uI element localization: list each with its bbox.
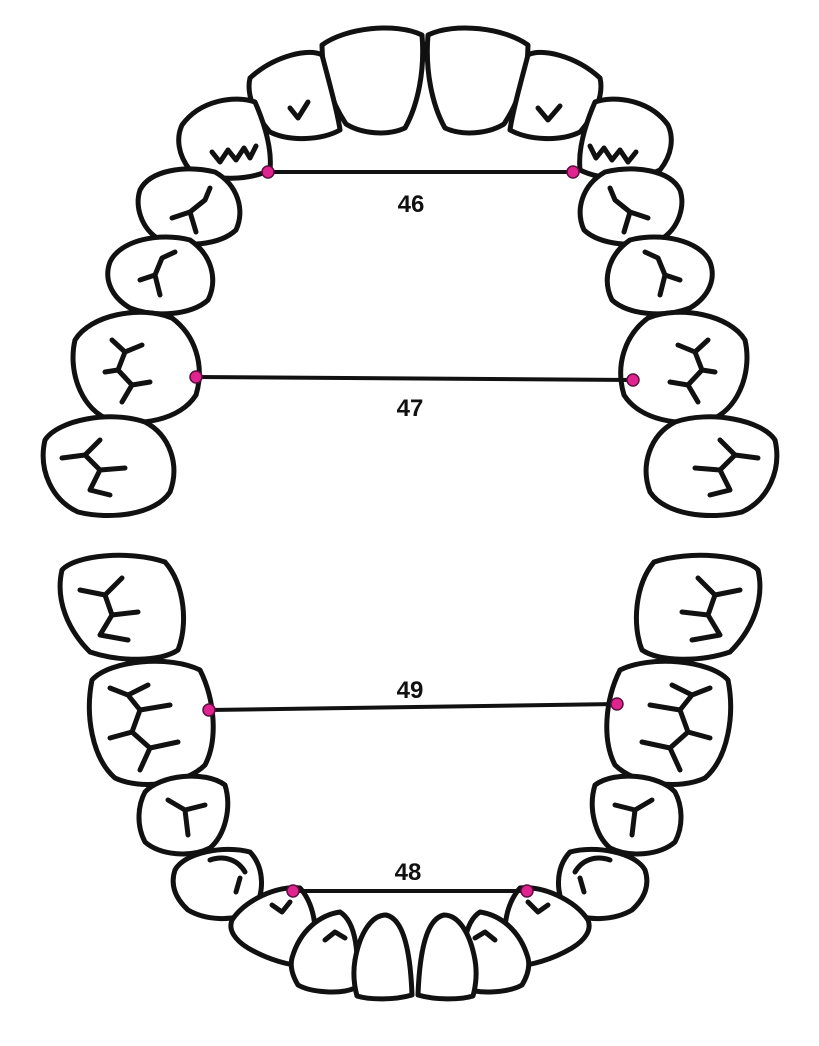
tooth-upper-premolar2-left [604,234,715,317]
measurement-lower-molar: 49 [202,677,624,717]
measurement-line [208,702,618,712]
measurement-point-left [286,884,300,898]
measurement-upper-anterior: 46 [261,165,580,218]
measurement-point-right [566,165,580,179]
tooth-upper-canine-left [577,96,674,181]
tooth-lower-molar1-left [604,658,734,787]
measurement-label: 46 [398,191,425,218]
measurement-point-right [520,884,534,898]
measurement-upper-molar: 47 [189,370,640,422]
measurement-label: 48 [395,859,422,886]
lower-arch [57,552,763,1002]
tooth-upper-lateral-left [507,49,604,142]
tooth-upper-molar2-right [40,414,177,519]
tooth-lower-molar2-left [633,552,763,662]
tooth-upper-central-left [424,25,531,136]
tooth-upper-premolar2-right [105,234,216,317]
tooth-lower-molar2-right [57,552,187,662]
tooth-upper-molar1-right [70,309,202,425]
tooth-lower-central-right [351,912,415,1002]
measurement-lower-anterior: 48 [286,859,534,898]
measurement-line [195,375,634,382]
tooth-lower-molar1-right [86,658,216,787]
tooth-upper-molar1-left [618,309,750,425]
measurement-label: 49 [397,677,424,704]
tooth-lower-central-left [415,912,479,1002]
measurement-point-left [202,703,216,717]
tooth-upper-canine-right [176,96,273,181]
measurement-point-right [610,697,624,711]
tooth-upper-premolar1-left [577,166,685,247]
tooth-upper-premolar1-right [135,166,243,247]
measurement-point-left [261,165,275,179]
measurement-point-right [626,373,640,387]
upper-arch [40,25,780,519]
tooth-upper-molar2-left [643,414,780,519]
measurement-point-left [189,370,203,384]
measurement-label: 47 [397,395,424,422]
